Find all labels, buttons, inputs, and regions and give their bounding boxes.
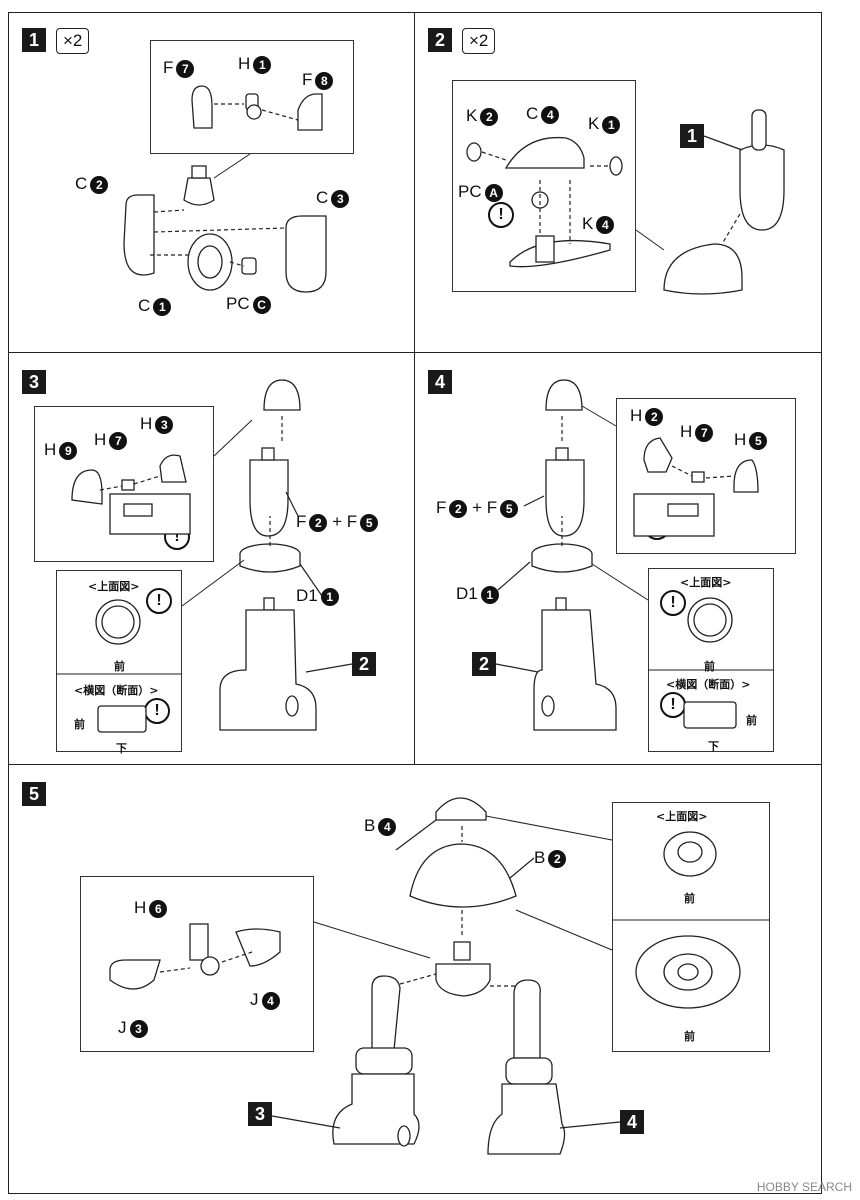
side-view-label: <横図（断面）> [74,684,159,697]
reference-step-badge: 4 [620,1110,644,1134]
watermark: HOBBY SEARCH [756,1180,852,1194]
side-view-label: <横図（断面）> [666,678,751,691]
caution-icon: ! [146,588,172,614]
down-label: 下 [708,740,719,753]
top-view-label: <上面図> [656,810,708,823]
step-number: 1 [22,28,46,52]
multiplier-badge: ×2 [462,28,496,54]
reference-step-badge: 3 [248,1102,272,1126]
caution-icon: ! [144,698,170,724]
step-number: 2 [428,28,452,52]
caution-icon: ! [660,692,686,718]
front-label: 前 [684,892,695,905]
front-label: 前 [704,660,715,673]
front-label: 前 [74,718,85,731]
front-label: 前 [746,714,757,727]
front-label: 前 [114,660,125,673]
reference-step-badge: 2 [472,652,496,676]
step-number: 4 [428,370,452,394]
down-label: 下 [116,742,127,755]
caution-icon: ! [488,202,514,228]
top-view-label: <上面図> [88,580,140,593]
step-number: 5 [22,782,46,806]
caution-icon: ! [660,590,686,616]
front-label: 前 [684,1030,695,1043]
reference-step-badge: 2 [352,652,376,676]
top-view-label: <上面図> [680,576,732,589]
step-number: 3 [22,370,46,394]
reference-step-badge: 1 [680,124,704,148]
multiplier-badge: ×2 [56,28,90,54]
